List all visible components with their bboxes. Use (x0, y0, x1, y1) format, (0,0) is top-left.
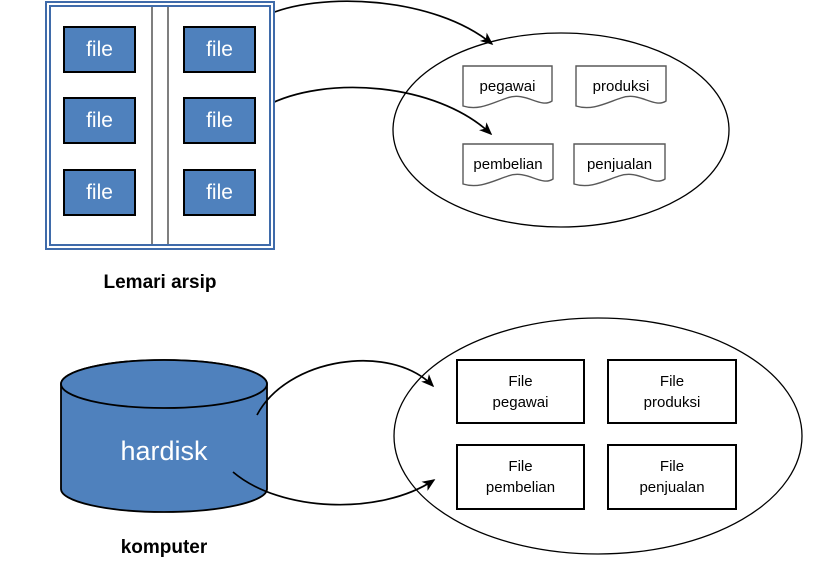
file-pembelian-line1: File (508, 458, 533, 475)
file-box: file (63, 97, 136, 144)
document-label-produksi: produksi (592, 78, 650, 95)
archive-ellipse (392, 32, 730, 228)
file-box: file (183, 97, 256, 144)
file-box: file (63, 169, 136, 216)
file-box: file (183, 26, 256, 73)
file-box: file (183, 169, 256, 216)
arrow-cabinet-top-to-archive (264, 0, 494, 46)
file-pegawai-line1: File (508, 372, 533, 390)
cabinet-divider-right (167, 7, 169, 244)
hardisk-cylinder-top (60, 359, 268, 409)
file-pegawai-box: File pegawai (456, 359, 585, 424)
document-shape-pegawai (462, 65, 553, 109)
file-penjualan-box: File penjualan (607, 444, 737, 510)
arrow-hardisk-to-file-pegawai (256, 359, 435, 416)
file-produksi-box: File produksi (607, 359, 737, 424)
cabinet-divider-left (151, 7, 153, 244)
file-penjualan-line2: penjualan (639, 479, 705, 496)
document-shape-pembelian (462, 143, 554, 187)
komputer-label: komputer (120, 537, 208, 558)
file-produksi-line2: produksi (643, 393, 701, 411)
file-ellipse (393, 317, 803, 555)
lemari-arsip-label: Lemari arsip (103, 272, 217, 293)
file-produksi-line1: File (659, 372, 685, 390)
file-penjualan-line1: File (659, 458, 685, 475)
document-shape-produksi (575, 65, 667, 109)
arrow-cabinet-middle-to-archive (265, 86, 493, 136)
document-label-penjualan: penjualan (586, 156, 653, 173)
document-shape-penjualan (573, 143, 666, 187)
file-box: file (63, 26, 136, 73)
hardisk-label: hardisk (120, 436, 208, 466)
document-label-pegawai: pegawai (479, 78, 536, 95)
cabinet-inner-border (49, 5, 271, 246)
document-label-pembelian: pembelian (473, 156, 543, 173)
file-pegawai-line2: pegawai (492, 393, 549, 411)
arrow-hardisk-to-file-pembelian (232, 471, 436, 506)
file-pembelian-box: File pembelian (456, 444, 585, 510)
file-pembelian-line2: pembelian (485, 479, 556, 496)
